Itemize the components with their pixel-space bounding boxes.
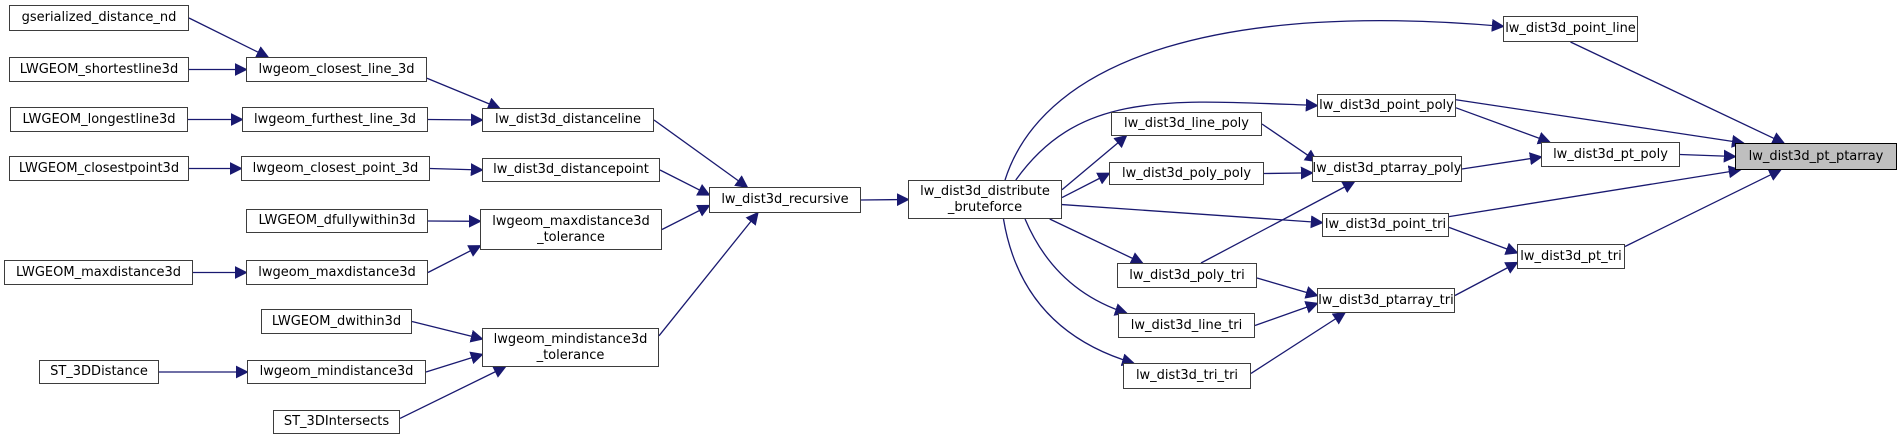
edge-lw_dist3d_point_line--lw_dist3d_pt_ptarray	[1570, 41, 1786, 145]
node-lw_dist3d_pt_tri[interactable]: lw_dist3d_pt_tri	[1517, 244, 1625, 269]
edge-lw_dist3d_poly_tri--lw_dist3d_ptarray_poly	[1200, 181, 1356, 264]
node-LWGEOM_shortestline3d[interactable]: LWGEOM_shortestline3d	[9, 57, 189, 82]
node-LWGEOM_dfullywithin3d[interactable]: LWGEOM_dfullywithin3d	[246, 209, 428, 233]
node-LWGEOM_maxdistance3d[interactable]: LWGEOM_maxdistance3d	[4, 260, 193, 285]
edge-lwgeom_closest_line_3d--lw_dist3d_distanceline	[426, 77, 501, 110]
node-lwgeom_mindistance3d_tolerance[interactable]: lwgeom_mindistance3d _tolerance	[482, 328, 659, 367]
edge-lw_dist3d_point_poly--lw_dist3d_pt_poly	[1455, 107, 1552, 145]
edge-lw_dist3d_ptarray_tri--lw_dist3d_pt_tri	[1454, 261, 1519, 297]
edge-lw_dist3d_recursive--lw_dist3d_distribute_bruteforce	[860, 193, 910, 207]
edge-lw_dist3d_line_poly--lw_dist3d_ptarray_poly	[1261, 123, 1319, 163]
edge-ST_3DIntersects--lwgeom_mindistance3d_tolerance	[399, 366, 507, 419]
edge-lwgeom_maxdistance3d--lwgeom_maxdistance3d_tolerance	[427, 245, 482, 274]
edge-lwgeom_closest_point_3d--lw_dist3d_distancepoint	[429, 163, 484, 177]
edge-lw_dist3d_distribute_bruteforce--lw_dist3d_line_tri	[1024, 218, 1128, 316]
node-LWGEOM_closestpoint3d[interactable]: LWGEOM_closestpoint3d	[9, 156, 189, 181]
node-lw_dist3d_point_poly[interactable]: lw_dist3d_point_poly	[1317, 94, 1456, 117]
edge-lw_dist3d_distribute_bruteforce--lw_dist3d_poly_poly	[1061, 172, 1111, 199]
node-gserialized_distance_nd[interactable]: gserialized_distance_nd	[9, 5, 189, 31]
edge-lw_dist3d_point_tri--lw_dist3d_pt_tri	[1448, 226, 1519, 255]
node-lw_dist3d_distancepoint[interactable]: lw_dist3d_distancepoint	[482, 158, 660, 182]
node-lw_dist3d_line_poly[interactable]: lw_dist3d_line_poly	[1111, 112, 1262, 136]
edge-lw_dist3d_point_poly--lw_dist3d_pt_ptarray	[1455, 99, 1745, 148]
edge-lwgeom_mindistance3d_tolerance--lw_dist3d_recursive	[658, 211, 759, 337]
edge-lw_dist3d_line_tri--lw_dist3d_ptarray_tri	[1254, 301, 1319, 327]
edge-lw_dist3d_pt_poly--lw_dist3d_pt_ptarray	[1679, 149, 1737, 163]
edge-lw_dist3d_point_tri--lw_dist3d_pt_ptarray	[1448, 165, 1742, 218]
edge-lw_dist3d_distribute_bruteforce--lw_dist3d_line_poly	[1061, 134, 1128, 191]
edge-lwgeom_furthest_line_3d--lw_dist3d_distanceline	[427, 113, 484, 127]
node-LWGEOM_longestline3d[interactable]: LWGEOM_longestline3d	[10, 107, 188, 132]
node-lw_dist3d_recursive[interactable]: lw_dist3d_recursive	[709, 187, 861, 213]
node-ST_3DDistance[interactable]: ST_3DDistance	[39, 360, 159, 384]
node-lwgeom_maxdistance3d[interactable]: lwgeom_maxdistance3d	[246, 260, 428, 285]
node-lw_dist3d_distribute_bruteforce[interactable]: lw_dist3d_distribute _bruteforce	[908, 180, 1062, 219]
node-lwgeom_mindistance3d[interactable]: lwgeom_mindistance3d	[247, 360, 426, 384]
edge-lwgeom_mindistance3d--lwgeom_mindistance3d_tolerance	[425, 351, 484, 373]
node-lwgeom_furthest_line_3d[interactable]: lwgeom_furthest_line_3d	[242, 107, 428, 132]
edge-lw_dist3d_tri_tri--lw_dist3d_ptarray_tri	[1250, 312, 1347, 374]
edge-group	[159, 17, 1786, 419]
node-lw_dist3d_tri_tri[interactable]: lw_dist3d_tri_tri	[1123, 363, 1251, 389]
edge-lw_dist3d_pt_tri--lw_dist3d_pt_ptarray	[1624, 169, 1782, 248]
node-lwgeom_maxdistance3d_tolerance[interactable]: lwgeom_maxdistance3d _tolerance	[480, 209, 662, 250]
node-lw_dist3d_poly_poly[interactable]: lw_dist3d_poly_poly	[1109, 162, 1264, 185]
edge-lw_dist3d_distribute_bruteforce--lw_dist3d_poly_tri	[1049, 218, 1144, 265]
node-lw_dist3d_line_tri[interactable]: lw_dist3d_line_tri	[1118, 313, 1255, 338]
node-lwgeom_closest_point_3d[interactable]: lwgeom_closest_point_3d	[241, 156, 430, 181]
edge-gserialized_distance_nd--lwgeom_closest_line_3d	[188, 17, 270, 58]
node-lw_dist3d_point_tri[interactable]: lw_dist3d_point_tri	[1322, 213, 1449, 237]
edge-lw_dist3d_distribute_bruteforce--lw_dist3d_point_tri	[1061, 203, 1324, 229]
node-lw_dist3d_pt_ptarray[interactable]: lw_dist3d_pt_ptarray	[1735, 143, 1897, 170]
edge-lw_dist3d_poly_poly--lw_dist3d_ptarray_poly	[1263, 166, 1314, 180]
edge-lwgeom_maxdistance3d_tolerance--lw_dist3d_recursive	[661, 204, 711, 231]
node-lw_dist3d_point_line[interactable]: lw_dist3d_point_line	[1503, 16, 1638, 42]
node-lw_dist3d_distanceline[interactable]: lw_dist3d_distanceline	[482, 108, 654, 132]
node-ST_3DIntersects[interactable]: ST_3DIntersects	[273, 410, 400, 434]
edge-lw_dist3d_poly_tri--lw_dist3d_ptarray_tri	[1256, 277, 1319, 299]
edge-lw_dist3d_ptarray_poly--lw_dist3d_pt_poly	[1461, 152, 1543, 170]
node-lw_dist3d_poly_tri[interactable]: lw_dist3d_poly_tri	[1117, 263, 1257, 288]
node-LWGEOM_dwithin3d[interactable]: LWGEOM_dwithin3d	[261, 309, 412, 334]
edge-lw_dist3d_distribute_bruteforce--lw_dist3d_point_poly	[1015, 98, 1319, 181]
edge-lw_dist3d_distribute_bruteforce--lw_dist3d_point_line	[1004, 18, 1505, 181]
node-lw_dist3d_ptarray_poly[interactable]: lw_dist3d_ptarray_poly	[1312, 156, 1462, 182]
node-lw_dist3d_pt_poly[interactable]: lw_dist3d_pt_poly	[1541, 142, 1680, 167]
edge-lw_dist3d_distanceline--lw_dist3d_recursive	[653, 119, 749, 189]
node-lwgeom_closest_line_3d[interactable]: lwgeom_closest_line_3d	[246, 57, 427, 82]
edge-lw_dist3d_distancepoint--lw_dist3d_recursive	[659, 169, 711, 196]
node-lw_dist3d_ptarray_tri[interactable]: lw_dist3d_ptarray_tri	[1317, 288, 1455, 313]
edge-LWGEOM_dwithin3d--lwgeom_mindistance3d_tolerance	[411, 320, 484, 343]
edge-lw_dist3d_distribute_bruteforce--lw_dist3d_tri_tri	[1002, 218, 1135, 367]
